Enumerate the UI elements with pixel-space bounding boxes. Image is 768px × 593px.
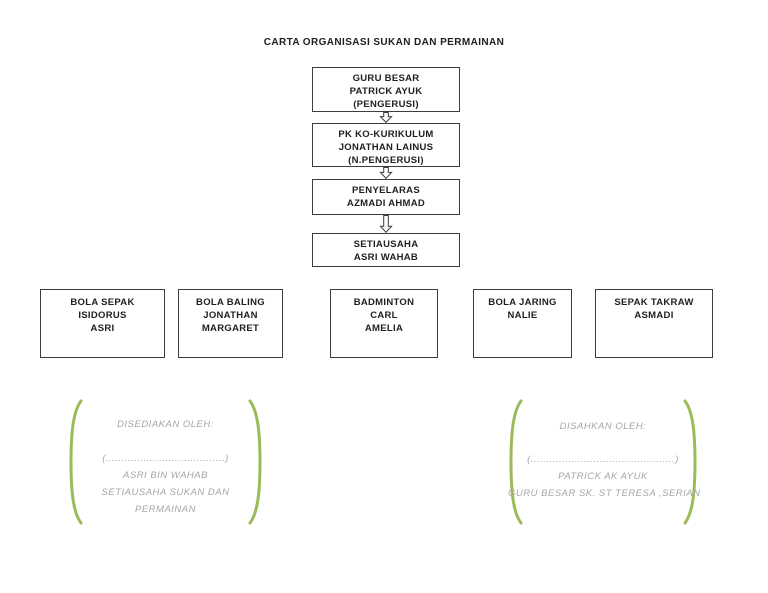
box-line: AMELIA [364,323,404,334]
signature-heading: DISAHKAN OLEH: [559,421,647,432]
box-line: JONATHAN LAINUS [338,142,434,153]
left-bracket-icon [69,399,83,525]
box-line: ASRI [90,323,115,334]
box-line: MARGARET [201,323,260,334]
signature-role-line: PERMAINAN [135,504,196,515]
signature-name: PATRICK AK AYUK [558,471,648,482]
box-line: SETIAUSAHA [353,239,419,250]
right-bracket-icon [683,399,697,525]
box-line: (PENGERUSI) [353,99,419,110]
box-line: CARL [370,310,398,321]
box-line: PENYELARAS [352,185,420,196]
box-line: BOLA JARING [488,297,557,308]
signature-name: ASRI BIN WAHAB [123,470,208,481]
signature-role-line: GURU BESAR SK. ST TERESA ,SERIAN [508,488,701,499]
box-line: ASMADI [634,310,674,321]
committee-box-sepak-takraw: SEPAK TAKRAW ASMADI [595,289,713,358]
box-line: GURU BESAR [352,73,420,84]
hierarchy-box-n-pengerusi: PK KO-KURIKULUM JONATHAN LAINUS (N.PENGE… [312,123,460,167]
signature-block-disediakan: DISEDIAKAN OLEH: (......................… [68,398,263,526]
signature-block-disahkan: DISAHKAN OLEH: (........................… [508,398,701,526]
box-line: ISIDORUS [78,310,127,321]
box-line: BOLA SEPAK [70,297,135,308]
box-line: BOLA BALING [196,297,265,308]
committee-box-badminton: BADMINTON CARL AMELIA [330,289,438,358]
right-bracket-icon [248,399,262,525]
hierarchy-box-setiausaha: SETIAUSAHA ASRI WAHAB [312,233,460,267]
signature-heading: DISEDIAKAN OLEH: [117,419,214,430]
box-line: BADMINTON [353,297,415,308]
signature-dotted-line: (......................................) [102,453,229,464]
box-line: JONATHAN [203,310,258,321]
box-line: NALIE [507,310,538,321]
box-line: ASRI WAHAB [353,252,419,263]
committee-box-bola-jaring: BOLA JARING NALIE [473,289,572,358]
committee-box-bola-sepak: BOLA SEPAK ISIDORUS ASRI [40,289,165,358]
committee-box-bola-baling: BOLA BALING JONATHAN MARGARET [178,289,283,358]
left-bracket-icon [509,399,523,525]
hierarchy-box-pengerusi: GURU BESAR PATRICK AYUK (PENGERUSI) [312,67,460,112]
down-arrow-icon [379,215,393,233]
signature-role-line: SETIAUSAHA SUKAN DAN [101,487,230,498]
down-arrow-icon [379,167,393,179]
down-arrow-icon [379,112,393,123]
hierarchy-box-penyelaras: PENYELARAS AZMADI AHMAD [312,179,460,215]
page-title: CARTA ORGANISASI SUKAN DAN PERMAINAN [263,37,505,48]
signature-dotted-line: (.......................................… [527,454,679,465]
box-line: (N.PENGERUSI) [348,155,424,166]
box-line: PK KO-KURIKULUM [338,129,434,140]
box-line: PATRICK AYUK [349,86,423,97]
box-line: AZMADI AHMAD [346,198,426,209]
box-line: SEPAK TAKRAW [614,297,694,308]
